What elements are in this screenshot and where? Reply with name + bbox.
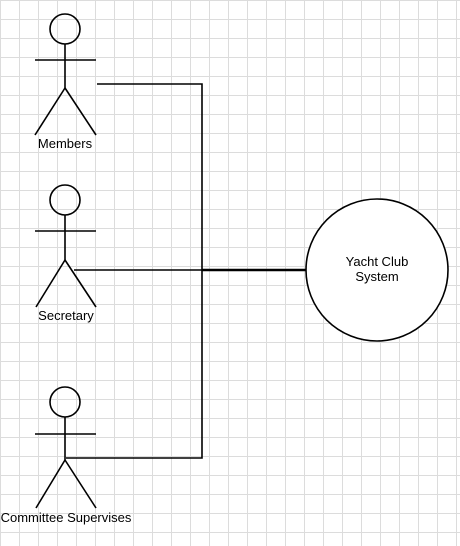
actor-label-committee-supervises: Committee Supervises: [1, 510, 132, 525]
actor-head: [49, 13, 81, 45]
actor-leg-right: [64, 459, 97, 509]
actor-committee-supervises[interactable]: [35, 386, 97, 509]
actor-leg-left: [35, 459, 66, 509]
system-label-line1: Yacht Club: [346, 254, 409, 269]
actor-members[interactable]: [34, 13, 97, 136]
connectors: [66, 83, 307, 459]
actor-leg-right: [64, 87, 97, 136]
actor-leg-right: [64, 259, 97, 308]
actor-leg-left: [35, 259, 66, 308]
actor-label-secretary: Secretary: [38, 308, 94, 323]
actor-leg-left: [34, 87, 66, 136]
connector-members: [97, 83, 203, 270]
system-label-line2: System: [355, 269, 398, 284]
connector-committee: [66, 270, 203, 459]
actor-head: [49, 386, 81, 418]
actor-secretary[interactable]: [35, 184, 97, 308]
actor-head: [49, 184, 81, 216]
system-use-case[interactable]: Yacht Club System: [305, 198, 449, 342]
actor-label-members: Members: [38, 136, 93, 151]
system-circle: [305, 198, 449, 342]
